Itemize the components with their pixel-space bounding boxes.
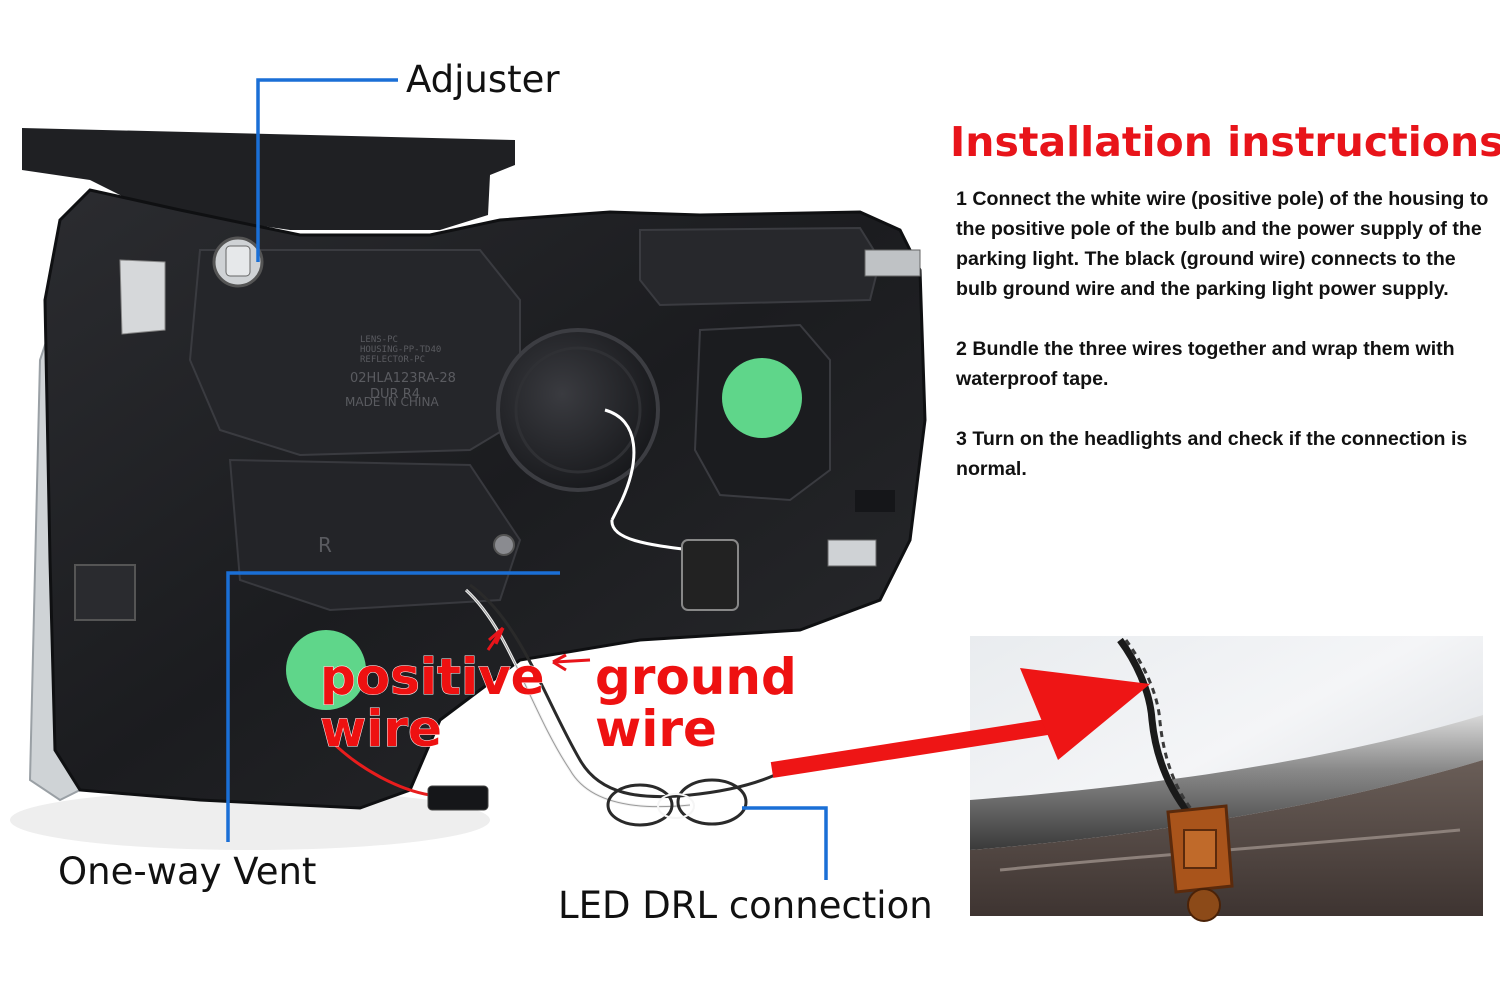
instruction-steps: 1 Connect the white wire (positive pole)… — [956, 184, 1496, 514]
red-arrow-to-inset — [770, 668, 1150, 778]
headlight-housing: LENS-PC HOUSING-PP-TD40 REFLECTOR-PC 02H… — [10, 128, 927, 850]
drl-wires — [464, 583, 776, 827]
vent-hole-bottom — [286, 630, 366, 710]
instruction-step-3: 3 Turn on the headlights and check if th… — [956, 428, 1468, 480]
housing-text-1: LENS-PC — [360, 335, 398, 345]
installation-instructions-title: Installation instructions — [950, 118, 1500, 166]
instruction-step-2: 2 Bundle the three wires together and wr… — [956, 338, 1455, 390]
housing-text-3: REFLECTOR-PC — [360, 355, 425, 365]
bulb-connector — [681, 539, 739, 611]
vent-leader — [226, 571, 560, 842]
instruction-step-1: 1 Connect the white wire (positive pole)… — [956, 188, 1489, 300]
adjuster-label: Adjuster — [406, 58, 560, 101]
led-drl-connection-label: LED DRL connection — [558, 884, 933, 927]
housing-text-2: HOUSING-PP-TD40 — [360, 345, 441, 355]
leader-lines — [226, 78, 828, 880]
adjuster-knob — [212, 236, 264, 288]
adjuster-leader — [256, 78, 398, 262]
housing-text-5: DUR R4 — [370, 387, 420, 402]
wire-coil-right — [676, 778, 748, 826]
positive-wire-label-line1: positive — [320, 648, 545, 706]
housing-text-4: 02HLA123RA-28 — [350, 371, 456, 386]
wire-coil-left — [606, 783, 674, 827]
bulb-cap — [496, 328, 660, 492]
lower-connector — [427, 785, 489, 811]
inset-photo — [970, 636, 1483, 922]
housing-text-6: MADE IN CHINA — [345, 395, 439, 409]
housing-r-mark: R — [318, 533, 332, 557]
positive-wire-label-line2: wire — [320, 700, 442, 758]
vent-hole-right — [722, 358, 802, 438]
ground-wire-label-line1: ground — [595, 648, 797, 706]
ground-wire-label-line2: wire — [595, 700, 717, 758]
one-way-vent-label: One-way Vent — [58, 850, 316, 893]
drl-leader — [742, 806, 828, 880]
inset-connector — [1166, 804, 1234, 922]
